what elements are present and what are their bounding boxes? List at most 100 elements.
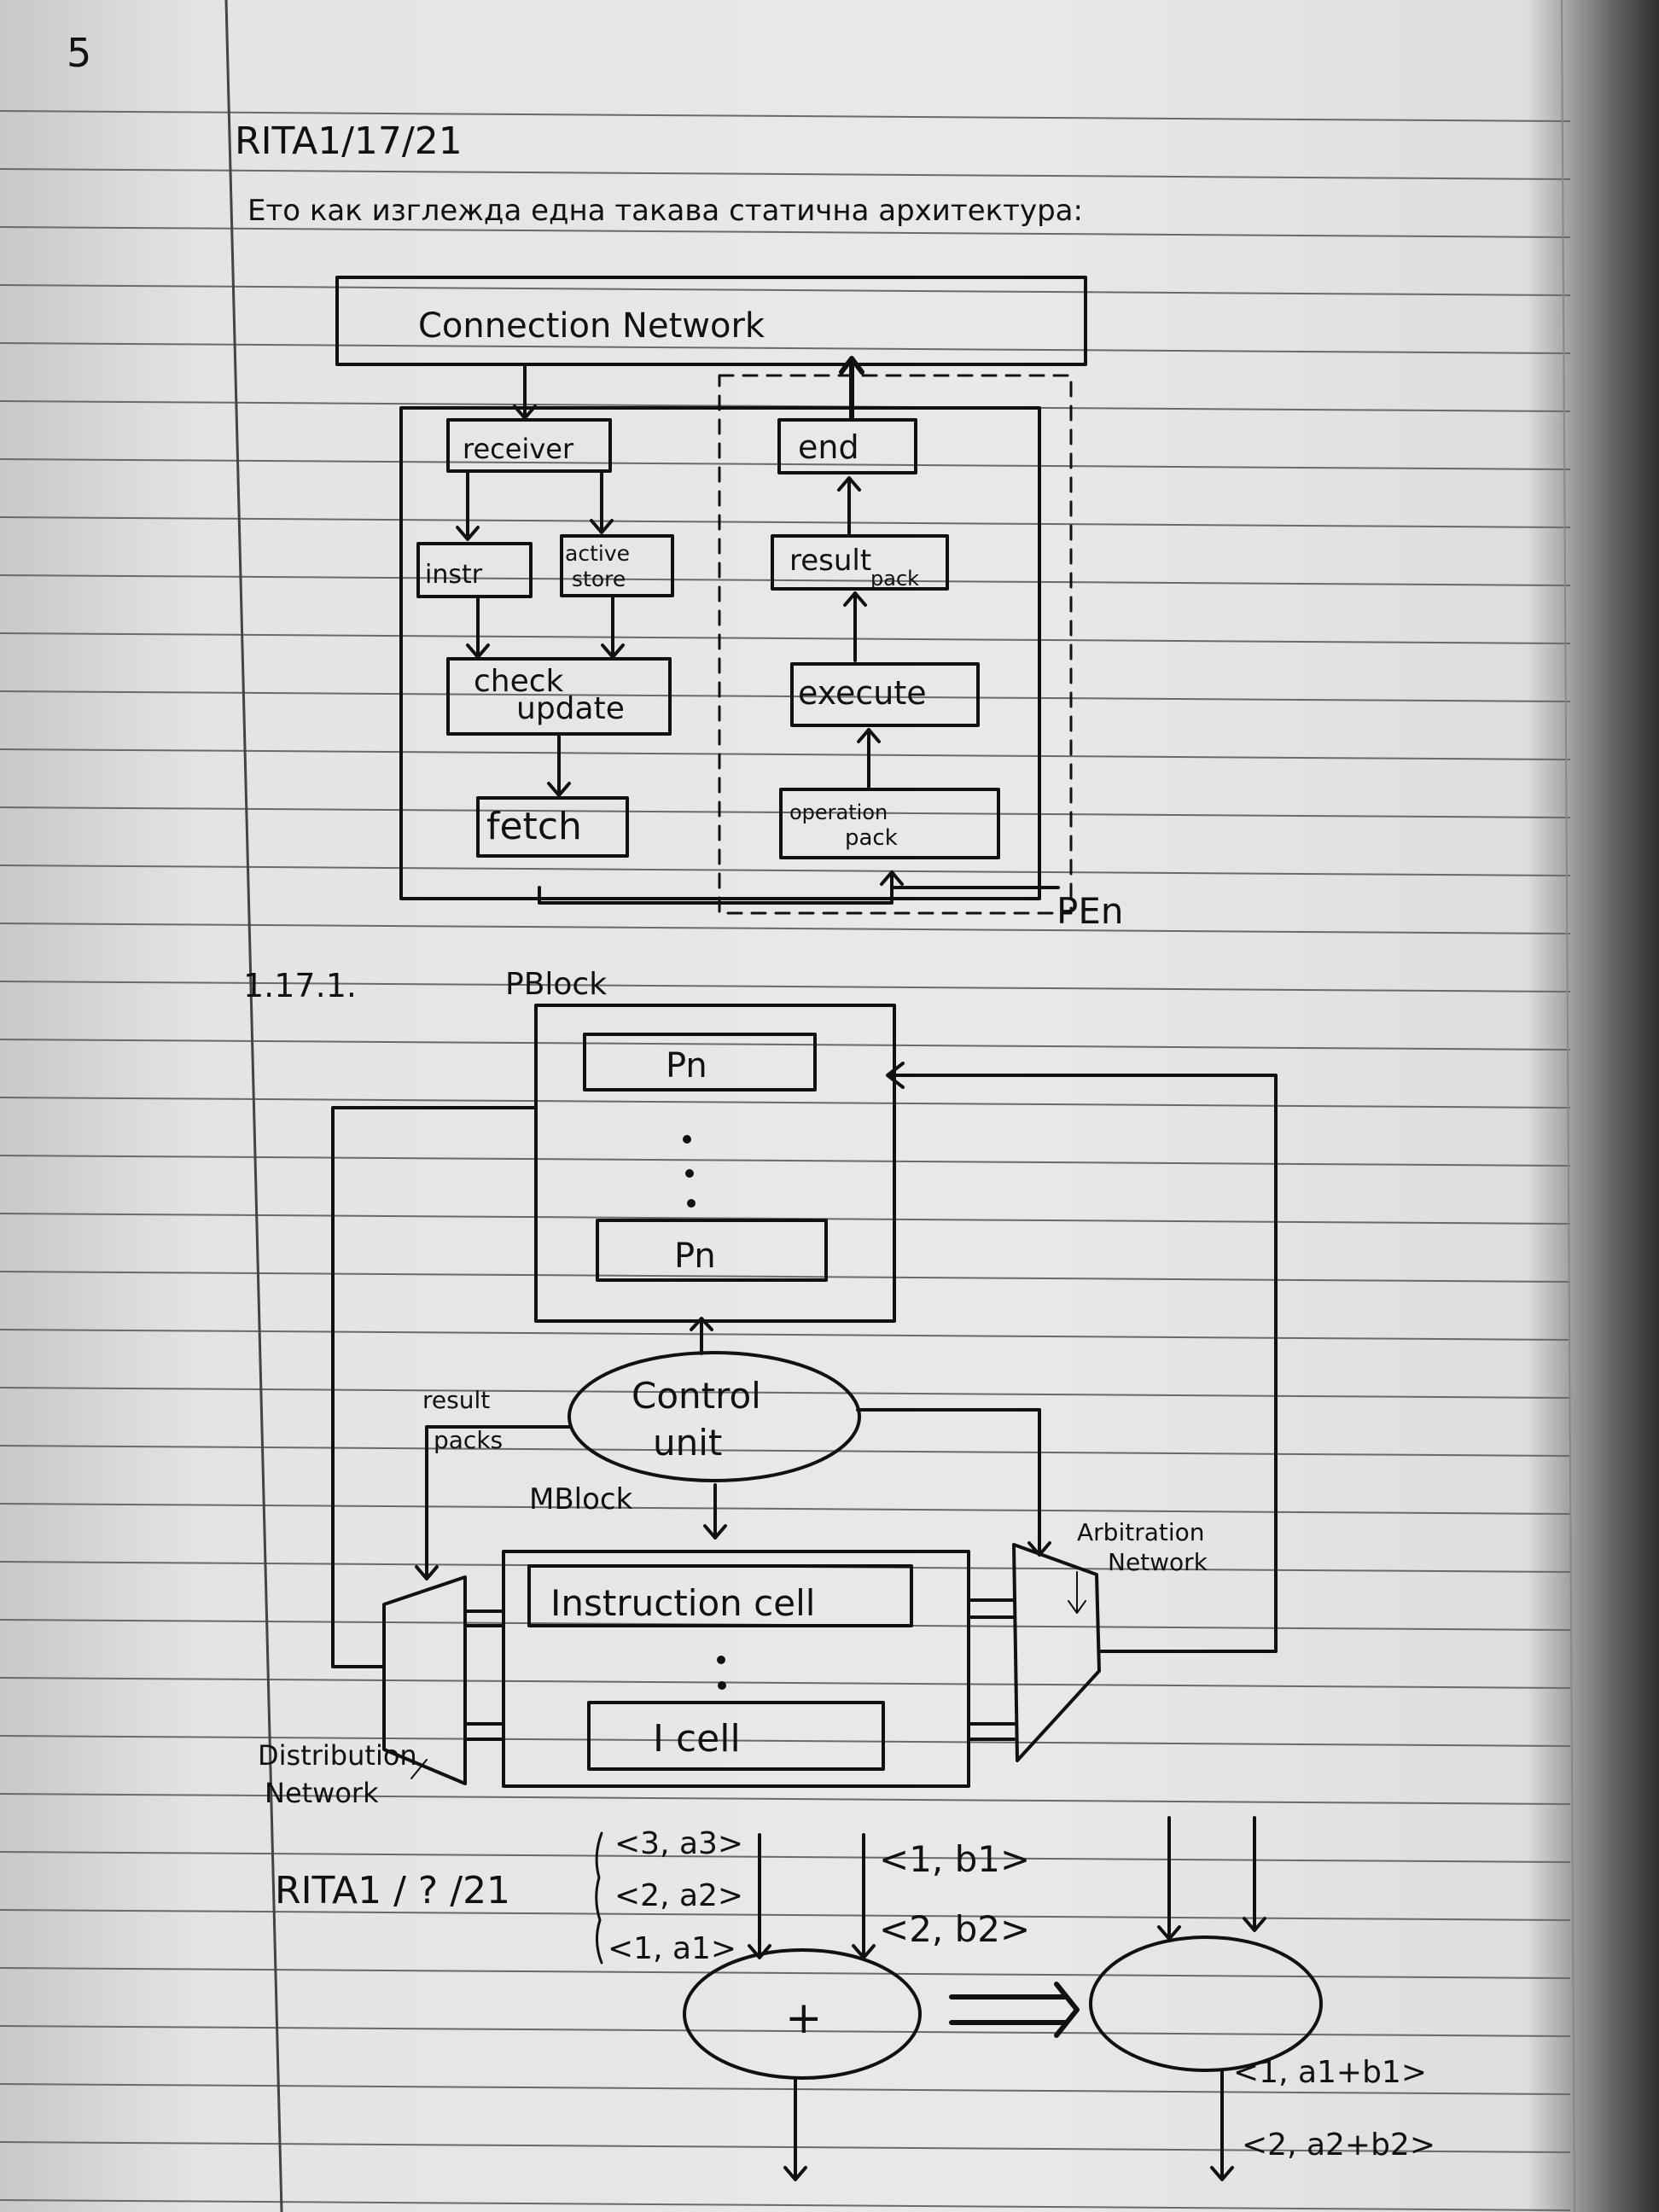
operation-label: operation <box>789 800 888 824</box>
diagram-dataflow-add <box>595 1816 1323 2181</box>
i-cell-label: I cell <box>653 1717 741 1761</box>
ruled-line <box>0 1967 1571 1979</box>
ruled-line <box>0 284 1571 296</box>
end-box <box>777 418 917 474</box>
control-unit-ellipse <box>568 1351 861 1482</box>
arrow-check-to-fetch <box>547 734 571 797</box>
right-feedback-line <box>886 1062 1278 1653</box>
ruled-line <box>0 1503 1571 1515</box>
active-label: active <box>565 541 630 566</box>
arrow-b-inputs <box>852 1833 876 1959</box>
margin-line <box>224 0 283 2212</box>
ruled-line <box>0 168 1571 180</box>
diagram1-labels: Connection Network receiver instr active… <box>418 306 1123 932</box>
instr-box <box>416 542 533 598</box>
ruled-line <box>0 2199 1571 2211</box>
ruled-line <box>0 2083 1571 2095</box>
ruled-line <box>0 1387 1571 1399</box>
arrow-result-input-2 <box>1243 1816 1266 1932</box>
ruled-line <box>0 1445 1571 1457</box>
input-a3: <3, a3> <box>614 1826 743 1861</box>
ruled-line <box>0 1851 1571 1863</box>
pe-label: PEn <box>1057 890 1123 932</box>
unit-label: unit <box>653 1422 722 1464</box>
execute-box <box>790 662 980 727</box>
arrow-control-to-distribution <box>415 1425 572 1580</box>
arrow-result-output <box>1210 2070 1234 2181</box>
ruled-line <box>0 226 1571 238</box>
active-store-box <box>560 534 674 597</box>
result-label: result <box>789 544 871 578</box>
p-top-label: Pn <box>666 1046 707 1086</box>
ruled-line <box>0 748 1571 760</box>
arrow-execute-to-result <box>843 591 867 662</box>
dot <box>718 1681 726 1690</box>
input-a2: <2, a2> <box>614 1878 743 1913</box>
store-label: store <box>572 567 626 591</box>
heading-rita-2: RITA1 / ? /21 <box>275 1869 510 1912</box>
ruled-line <box>0 110 1571 122</box>
pblock-box <box>534 1004 896 1323</box>
check-label: check <box>474 664 564 699</box>
distribution-label-1: Distribution <box>258 1739 417 1772</box>
arrow-receiver-to-instr <box>456 472 480 541</box>
ruled-line <box>0 1735 1571 1747</box>
connection-network-label: Connection Network <box>418 306 765 346</box>
distribution-network-shape <box>382 1575 467 1785</box>
instr-label: instr <box>425 560 483 590</box>
arrow-receiver-to-store <box>590 472 614 534</box>
ruled-line <box>0 1155 1571 1167</box>
result-pack-box <box>771 534 949 591</box>
diagram-pblock-mblock <box>331 1004 1278 1788</box>
output-1: <1, a1+b1> <box>1233 2055 1427 2090</box>
ruled-line <box>0 1909 1571 1921</box>
pblock-label: PBlock <box>505 967 607 1002</box>
page-edge <box>1561 0 1575 2212</box>
ruled-line <box>0 1329 1571 1341</box>
receiver-label: receiver <box>463 433 574 465</box>
heading-rita-1: RITA1/17/21 <box>235 119 463 163</box>
control-label: Control <box>632 1375 761 1417</box>
result-packs-label-2: packs <box>434 1426 503 1454</box>
ruled-line <box>0 1097 1571 1109</box>
distribution-label-2: Network <box>265 1777 379 1809</box>
input-b2: <2, b2> <box>879 1908 1030 1950</box>
add-node-ellipse <box>683 1948 922 2080</box>
arrow-store-to-check <box>601 596 625 659</box>
pack-label: pack <box>870 567 919 591</box>
arrow-result-to-end <box>837 476 861 535</box>
connection-network-box <box>335 276 1087 366</box>
arrow-add-output <box>783 2077 807 2181</box>
p-bottom-label: Pn <box>674 1237 716 1276</box>
dot <box>685 1169 694 1178</box>
left-feedback-line <box>331 1106 538 1668</box>
output-2: <2, a2+b2> <box>1242 2128 1435 2163</box>
ruled-lines <box>0 110 1571 2211</box>
arrow-control-to-mblock <box>703 1483 727 1540</box>
intro-text: Ето как изглежда една такава статична ар… <box>247 194 1083 228</box>
distribution-pointer <box>410 1759 428 1779</box>
fetch-label: fetch <box>486 805 582 848</box>
dot <box>683 1135 691 1144</box>
arrow-end-to-network <box>839 356 864 421</box>
pe-dashed-box <box>718 374 1073 915</box>
ruled-line <box>0 342 1571 354</box>
mblock-label: MBlock <box>529 1482 633 1516</box>
operation-pack-box <box>779 788 1000 859</box>
ruled-line <box>0 632 1571 644</box>
transformation-arrow <box>949 1982 1080 2038</box>
arrow-operation-to-execute <box>857 728 881 789</box>
arrow-network-to-receiver <box>513 363 537 420</box>
distribution-links <box>463 1610 505 1741</box>
execute-label: execute <box>798 674 927 712</box>
arbitration-network-shape <box>1012 1543 1101 1762</box>
diagram3-labels: <3, a3> <2, a2> <1, a1> <1, b1> <2, b2> … <box>608 1826 1435 2163</box>
ruled-line <box>0 1677 1571 1689</box>
input-brace <box>595 1831 603 1965</box>
receiver-box <box>446 418 612 473</box>
section-number: 1.17.1. <box>243 967 357 1004</box>
plus-operator: + <box>785 1993 823 2044</box>
ruled-line <box>0 2141 1571 2153</box>
